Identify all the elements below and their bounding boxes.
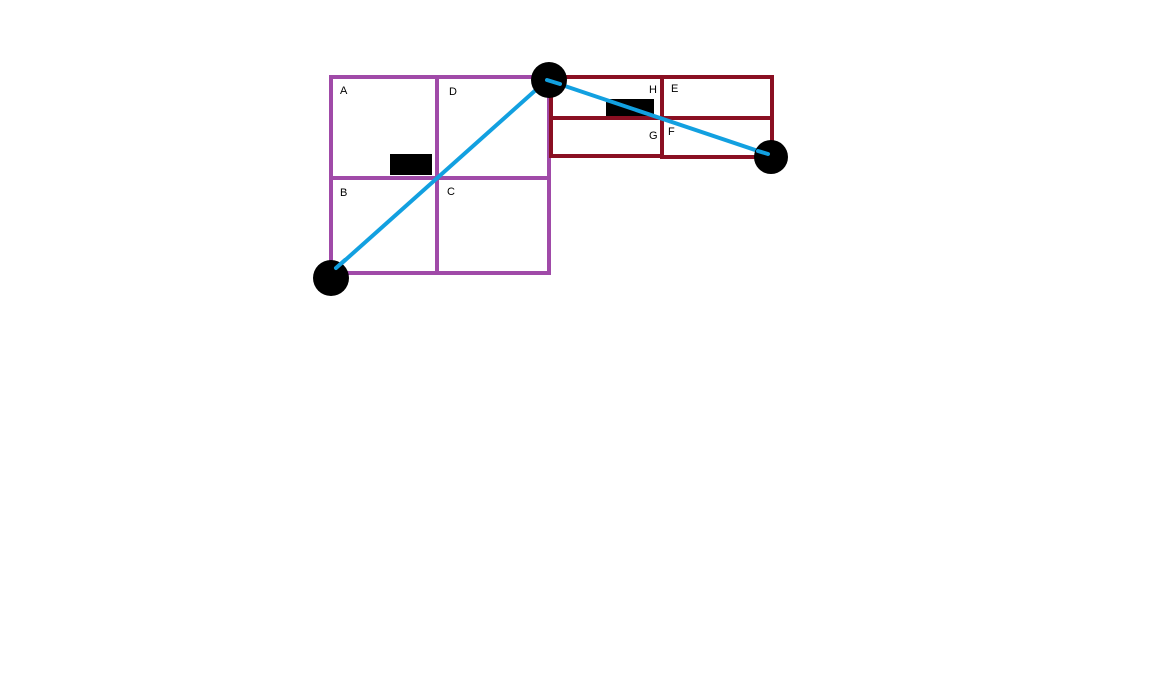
cell-label-h: H bbox=[649, 84, 657, 96]
cell-label-d: D bbox=[449, 86, 457, 98]
cell-label-b: B bbox=[340, 187, 347, 199]
connection-line-h-f bbox=[545, 78, 772, 157]
cell-label-e: E bbox=[671, 83, 678, 95]
cell-label-g: G bbox=[649, 130, 658, 142]
connection-line-tip bbox=[756, 149, 770, 156]
left-grid bbox=[329, 75, 551, 275]
cell-label-c: C bbox=[447, 186, 455, 198]
cell-c-box bbox=[435, 176, 551, 275]
cell-label-a: A bbox=[340, 85, 348, 97]
cell-f-box bbox=[660, 116, 774, 159]
connection-line-tip bbox=[545, 78, 562, 86]
connection-line-tip bbox=[334, 258, 347, 270]
cell-label-f: F bbox=[668, 126, 675, 138]
endpoint-dot bbox=[313, 260, 349, 296]
black-block-marker bbox=[390, 154, 432, 175]
connection-line-b-d bbox=[331, 78, 549, 273]
endpoint-dot bbox=[754, 140, 788, 174]
